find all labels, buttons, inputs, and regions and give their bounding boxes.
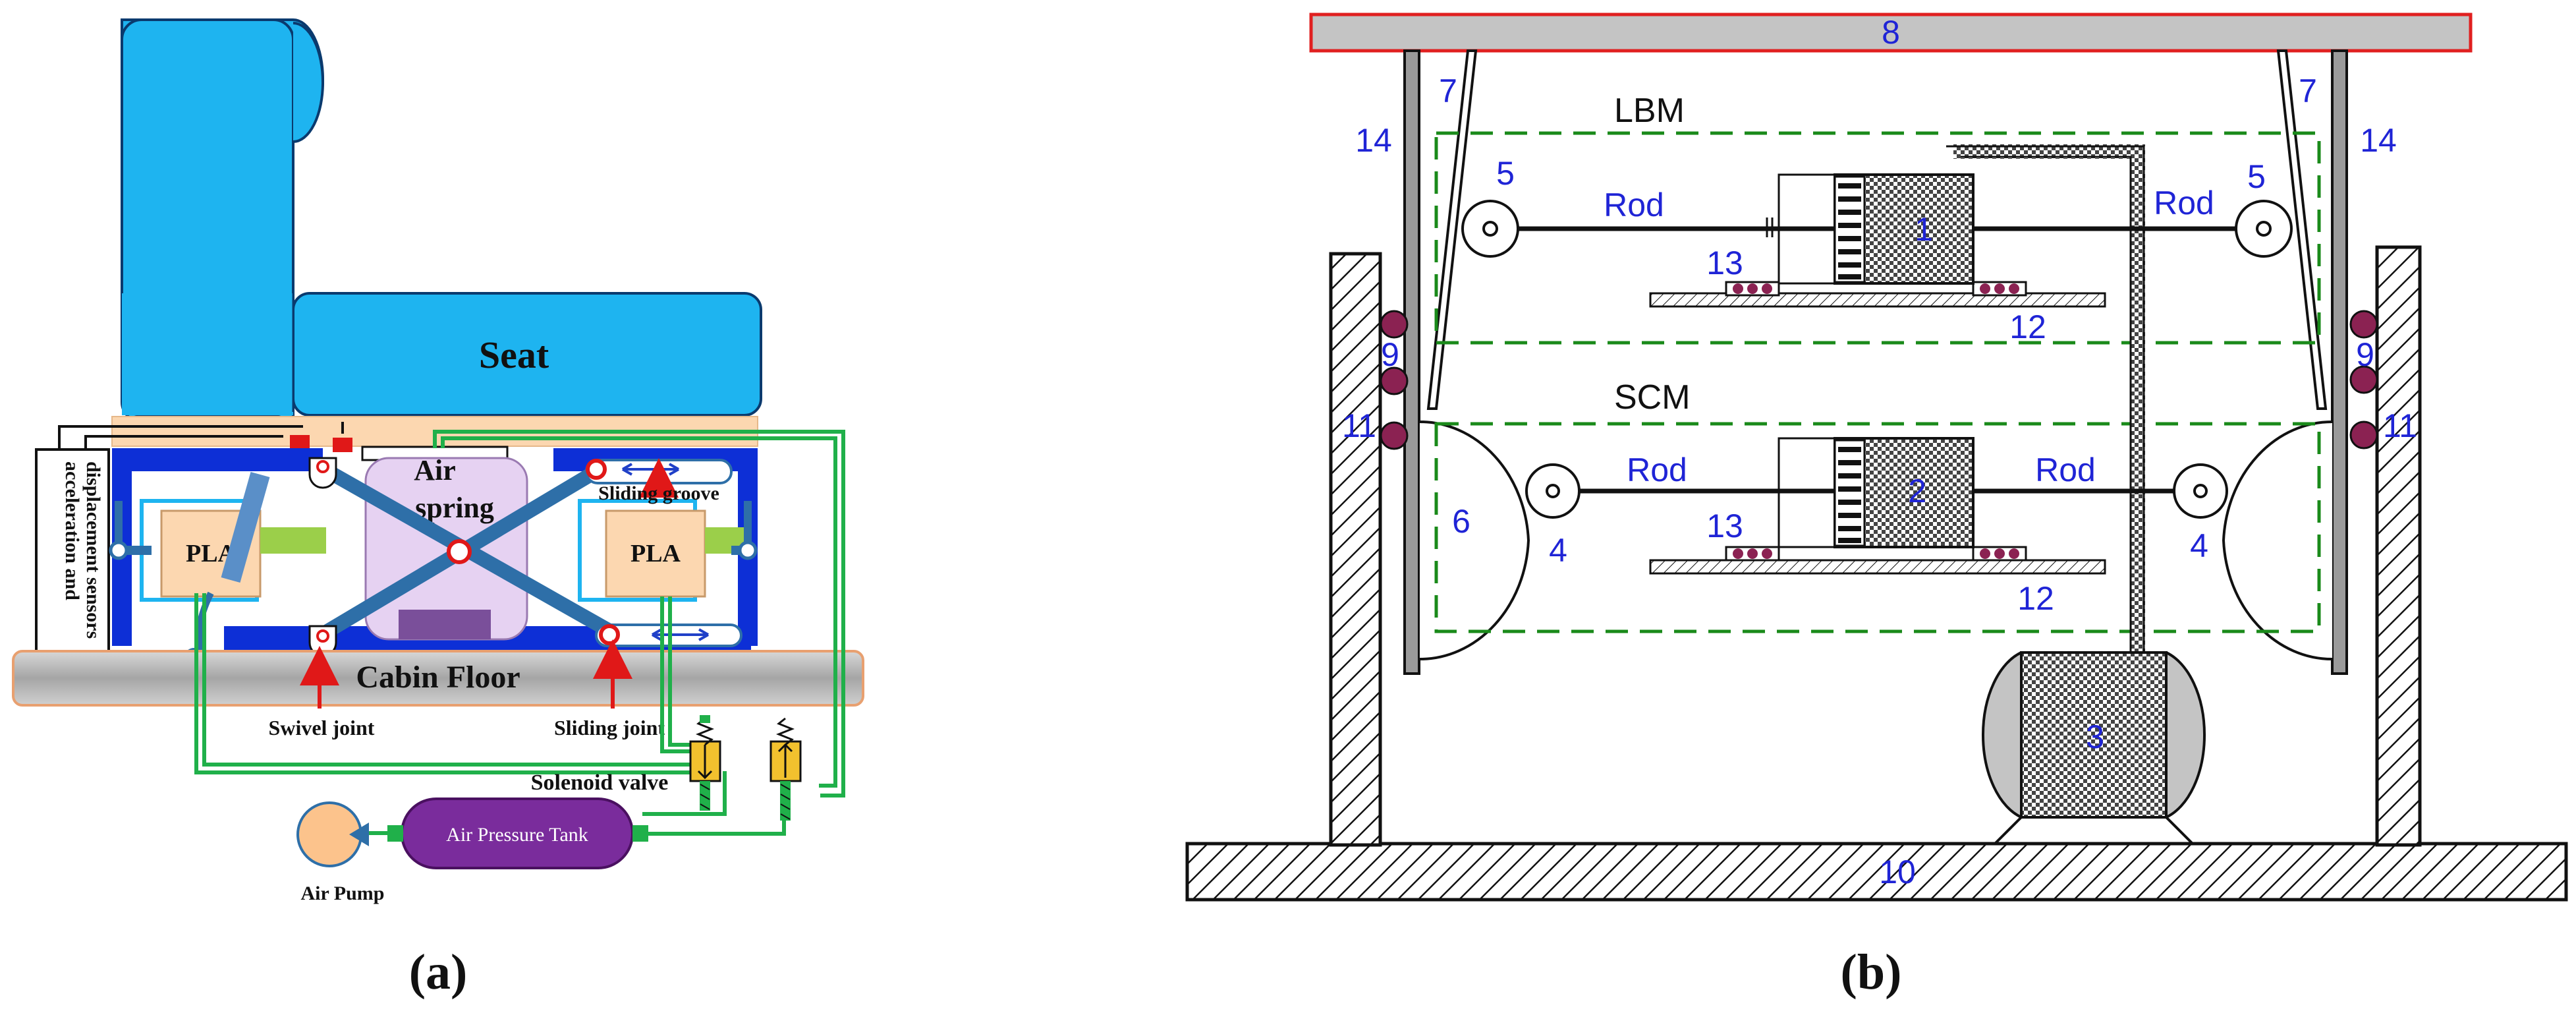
label-9-left: 9 (1381, 336, 1399, 373)
caption-b: (b) (1841, 944, 1902, 1000)
label-1: 1 (1915, 211, 1933, 248)
label-11-right: 11 (2383, 407, 2417, 444)
top-plate (1309, 13, 2473, 53)
panel-a: Seat acceleration and displacement senso… (12, 18, 864, 1000)
air-spring-line2: spring (415, 492, 494, 524)
air-pump: Air Pump (296, 801, 385, 904)
label-8: 8 (1882, 14, 1900, 51)
left-wall (1329, 252, 1382, 847)
right-guide-rod (2331, 49, 2348, 675)
sensor-label-2: displacement sensors (82, 461, 104, 639)
label-5-right: 5 (2247, 158, 2266, 195)
mass-3: 3 (1981, 651, 2206, 845)
link-7-left (1426, 49, 1478, 410)
lbm-label: LBM (1614, 92, 1685, 130)
label-2: 2 (1908, 473, 1926, 509)
rod-label-lbm-left: Rod (1604, 187, 1664, 223)
checker-column (1953, 144, 2145, 652)
panel-b: 8 10 14 14 9 9 11 11 7 7 (1185, 13, 2568, 1000)
label-13-lbm: 13 (1706, 245, 1743, 281)
label-7-right: 7 (2299, 72, 2317, 109)
rollers-left (1380, 310, 1409, 450)
sliding-joint-label: Sliding joint (554, 716, 665, 740)
sensor-red-2 (333, 438, 352, 452)
label-5-left: 5 (1496, 155, 1515, 192)
label-4-left: 4 (1549, 532, 1567, 569)
seat-label: Seat (479, 334, 549, 376)
rollers-right (2349, 310, 2378, 450)
solenoid-valve-1 (689, 715, 721, 811)
sliding-groove-top: Sliding groove (585, 458, 733, 504)
sensor-label-1: acceleration and (61, 461, 83, 600)
air-pump-label: Air Pump (301, 883, 385, 904)
solenoid-valve-2 (770, 717, 802, 821)
sliding-groove-label: Sliding groove (598, 482, 719, 504)
label-14-left: 14 (1355, 122, 1392, 159)
link-7-right (2276, 49, 2328, 410)
pla-left: PLA (140, 499, 326, 602)
label-12-lbm: 12 (2009, 308, 2046, 345)
label-7-left: 7 (1439, 72, 1457, 109)
ground-base (1185, 842, 2568, 902)
scm-assembly: 2 4 4 Rod Rod 13 12 (1525, 437, 2228, 617)
label-11-left: 11 (1342, 407, 1376, 444)
sensor-box: acceleration and displacement sensors (35, 422, 352, 662)
label-14-right: 14 (2360, 122, 2397, 159)
cam-6-right (2222, 420, 2333, 661)
joint-annotations: Swivel joint Sliding joint (269, 639, 665, 740)
solenoid-valve-label: Solenoid valve (531, 770, 669, 795)
air-spring: Air spring (364, 454, 528, 641)
cabin-floor-label: Cabin Floor (356, 660, 520, 695)
seat: Seat (121, 18, 762, 423)
pla-right: PLA (578, 499, 744, 602)
scm-dashed-box (1434, 422, 2321, 633)
air-pressure-tank: Air Pressure Tank (366, 798, 648, 869)
pla-right-label: PLA (630, 540, 681, 567)
air-spring-line1: Air (414, 454, 456, 486)
lbm-assembly: 1 5 5 Rod Rod 13 12 (1461, 155, 2293, 345)
air-pressure-tank-label: Air Pressure Tank (446, 824, 588, 846)
label-12-scm: 12 (2017, 580, 2054, 617)
cabin-floor: Cabin Floor (12, 650, 864, 707)
label-3: 3 (2086, 718, 2104, 755)
scm-label: SCM (1614, 378, 1691, 417)
label-13-scm: 13 (1706, 508, 1743, 544)
rod-label-lbm-right: Rod (2154, 185, 2214, 221)
label-10: 10 (1879, 854, 1916, 890)
swivel-joint-label: Swivel joint (269, 716, 375, 740)
right-wall (2375, 245, 2422, 847)
left-guide-rod (1403, 49, 1420, 675)
rod-label-scm-left: Rod (1627, 451, 1687, 488)
caption-a: (a) (409, 944, 468, 1000)
label-4-right: 4 (2190, 527, 2208, 564)
rod-label-scm-right: Rod (2035, 451, 2096, 488)
label-6: 6 (1452, 503, 1470, 540)
label-9-right: 9 (2356, 336, 2374, 373)
